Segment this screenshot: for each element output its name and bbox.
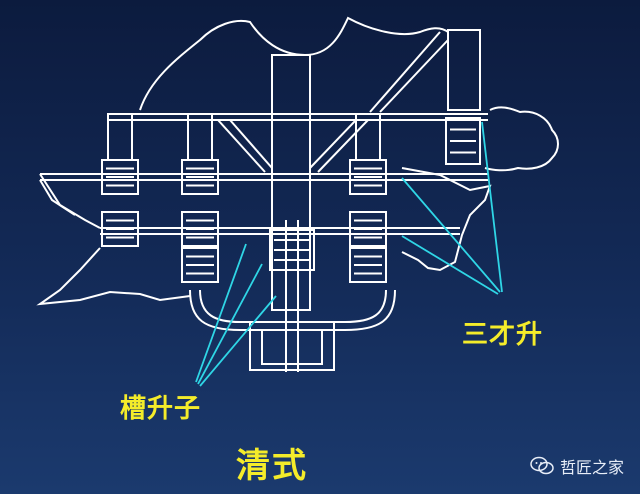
leader-lines xyxy=(195,121,503,387)
bracket-block xyxy=(101,211,139,247)
wechat-icon xyxy=(530,456,554,475)
central-post xyxy=(217,29,481,311)
bracket-block xyxy=(181,159,219,195)
bracket-block xyxy=(101,159,139,195)
watermark-text: 哲匠之家 xyxy=(559,458,624,477)
label-caoshengzi: 槽升子 xyxy=(120,394,202,424)
label-sancaisheng: 三才升 xyxy=(462,320,544,350)
bracket-block xyxy=(349,247,387,283)
bracket-block xyxy=(445,117,481,165)
bracket-sets xyxy=(101,113,481,283)
bracket-block xyxy=(349,159,387,195)
beams xyxy=(39,113,488,235)
bracket-block xyxy=(181,247,219,283)
label-style: 清式 xyxy=(236,446,308,486)
bracket-post xyxy=(187,113,213,161)
watermark: 哲匠之家 xyxy=(530,454,624,478)
base-profile xyxy=(189,220,396,372)
bracket-block xyxy=(181,211,219,247)
bracket-block xyxy=(349,211,387,247)
bracket-block xyxy=(269,229,315,271)
